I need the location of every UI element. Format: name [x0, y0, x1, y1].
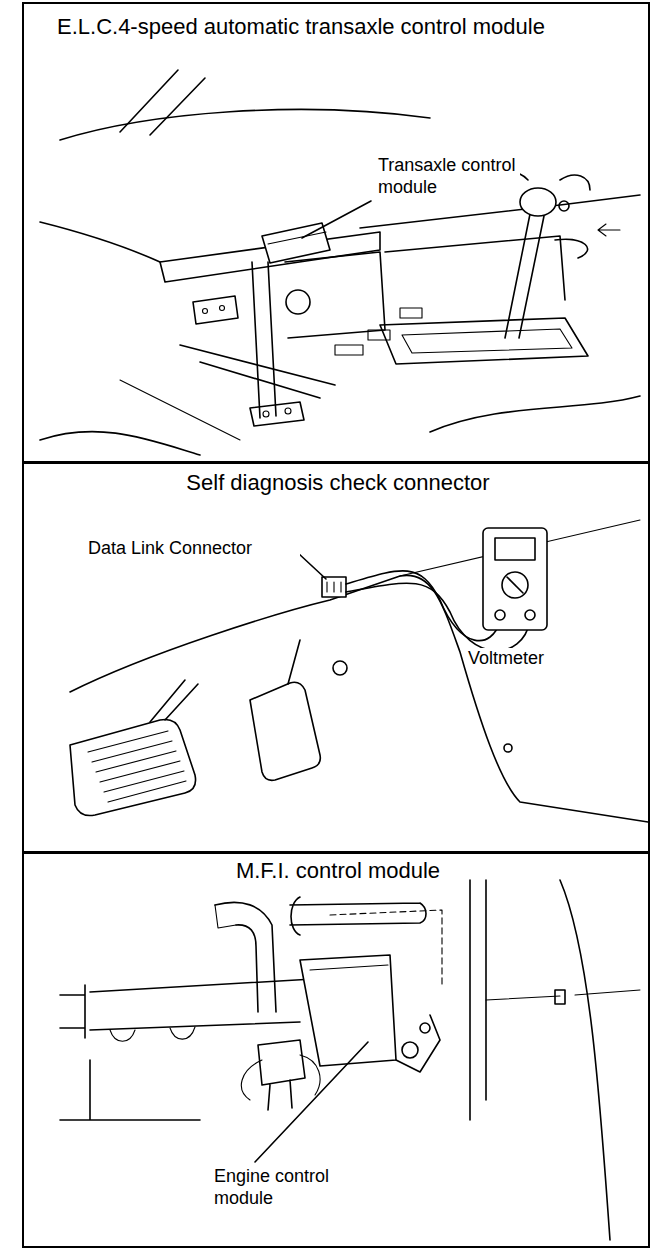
seat-outline [40, 396, 640, 455]
harness-wires [241, 1055, 320, 1100]
accelerator-arm [288, 640, 300, 684]
brake-pedal [70, 719, 196, 815]
part-label: Engine control module [212, 1166, 344, 1209]
leader-line [255, 1042, 368, 1162]
bolt-hole [220, 306, 225, 311]
part-label: Data Link Connector [86, 538, 300, 560]
frame-rail [470, 880, 486, 1120]
console-side [180, 345, 335, 398]
round-hole [286, 290, 310, 314]
dash-lower-surface [360, 195, 640, 228]
bolt-hole [285, 408, 291, 414]
switch [335, 345, 363, 355]
control-module [300, 955, 396, 1066]
dash-left-side [40, 222, 160, 262]
post-foot [250, 402, 304, 426]
part-label: Transaxle control module [376, 155, 520, 198]
shifter-shaft [505, 214, 544, 338]
terminal [525, 610, 535, 620]
upper-pipe [290, 897, 426, 935]
side-wire [486, 990, 640, 1000]
engine-beam [90, 978, 330, 1030]
voltmeter-display [495, 538, 535, 560]
panel-title: M.F.I. control module [24, 858, 652, 885]
footwell-drawing [70, 520, 648, 822]
panel-hole [504, 744, 512, 752]
panel-box: E.L.C.4-speed automatic transaxle contro… [22, 2, 650, 463]
module-edge [310, 965, 388, 970]
test-lead [346, 571, 500, 641]
floor-line [120, 380, 240, 440]
support-post [252, 262, 276, 418]
hose-end [215, 905, 236, 928]
body-edge [560, 880, 610, 1240]
shifter-knob [520, 188, 556, 216]
hose [215, 902, 276, 1012]
bracket-lobes [110, 1027, 195, 1041]
dash-edge [60, 109, 430, 140]
accelerator-pedal [250, 682, 320, 780]
switch [368, 330, 390, 340]
push-arrow [598, 224, 620, 236]
panel-title: Self diagnosis check connector [24, 470, 652, 497]
bolt [402, 1042, 418, 1058]
shift-gate [380, 318, 588, 364]
console-drawing [40, 70, 640, 455]
engine-bay-drawing [60, 880, 640, 1240]
bracket-plate [193, 296, 238, 324]
engine-block [60, 985, 85, 1038]
terminal [495, 610, 505, 620]
knob-button [559, 201, 569, 211]
panel-title: E.L.C.4-speed automatic transaxle contro… [55, 14, 559, 41]
bolt [420, 1023, 430, 1033]
leader-line [302, 201, 371, 238]
data-link-connector [322, 577, 346, 597]
center-stack [285, 252, 385, 338]
panel-hole [333, 661, 347, 675]
bolt-hole [203, 309, 208, 314]
steering-column [120, 70, 205, 135]
voltmeter-dial [502, 572, 528, 598]
dial-mark [507, 577, 523, 593]
bolt-hole [263, 411, 269, 417]
wire-clip [555, 990, 565, 1004]
bracket [396, 1015, 440, 1072]
pedal-ridges [88, 731, 186, 802]
shift-slot [402, 329, 572, 353]
connector-pins [327, 582, 341, 592]
module-edge [268, 232, 326, 244]
part-label: Voltmeter [466, 648, 580, 670]
voltmeter-body [483, 528, 547, 630]
leader-line [298, 553, 326, 579]
lower-frame [60, 1060, 200, 1120]
kick-panel [70, 575, 648, 822]
brake-arm [150, 680, 198, 722]
switch [400, 308, 422, 318]
harness-connector [258, 1040, 305, 1110]
